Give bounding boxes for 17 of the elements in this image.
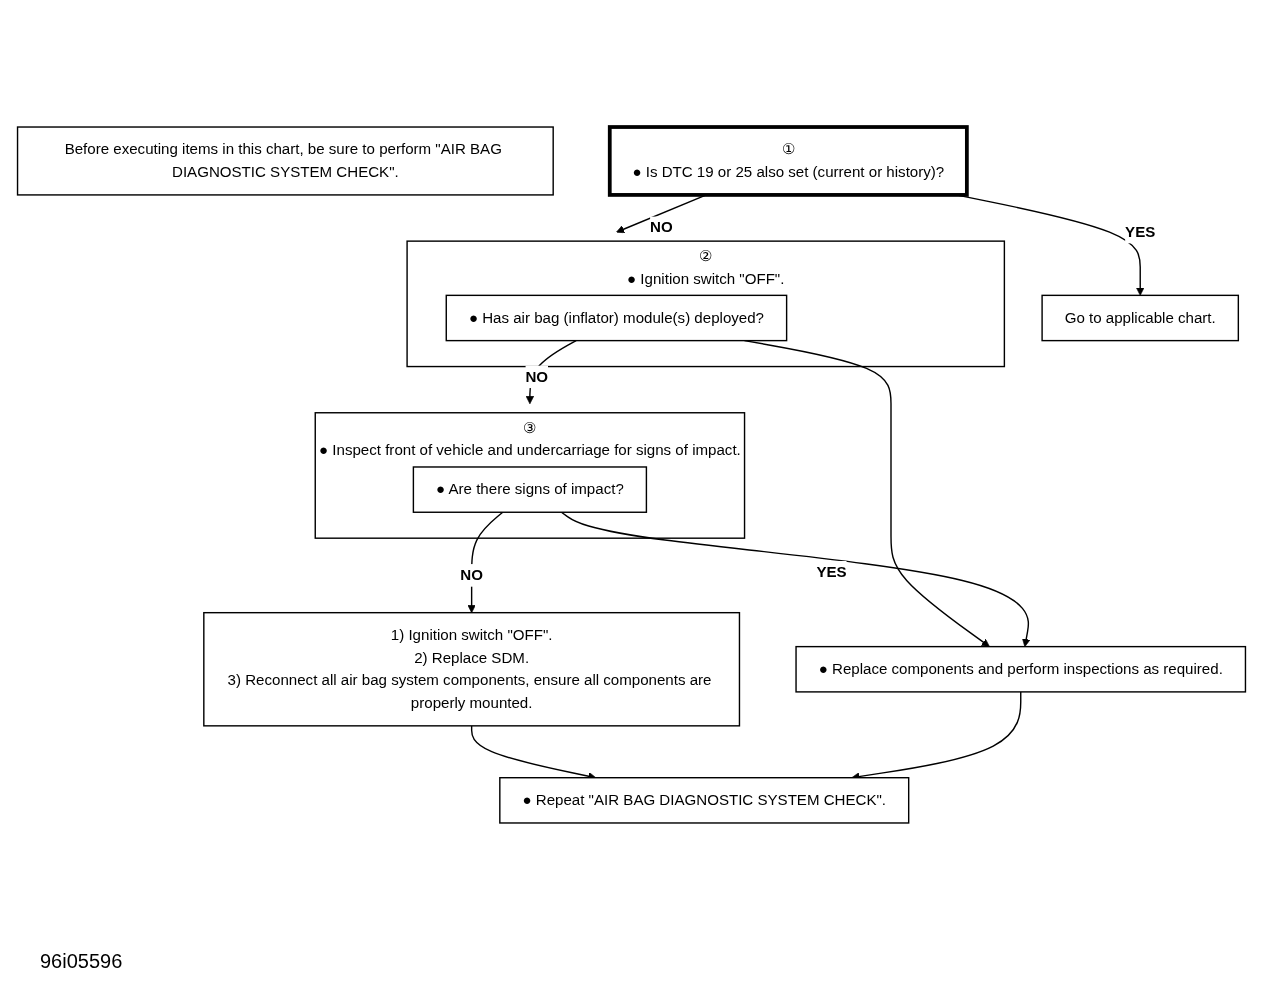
node-box: ● Are there signs of impact?: [412, 466, 648, 513]
edge-label: NO: [525, 368, 549, 385]
edge-label: YES: [1125, 223, 1156, 240]
arrow: [560, 511, 1031, 647]
node-box: Go to applicable chart.: [1041, 294, 1240, 342]
arrow: [525, 339, 577, 405]
node-box: ● Replace components and perform inspections as required.: [795, 645, 1247, 693]
arrow: [467, 511, 504, 614]
node-box: ● Has air bag (inflator) module(s) deployed?: [445, 294, 788, 342]
edge-label: NO: [650, 219, 673, 236]
edge-label: YES: [816, 563, 847, 580]
edge-label: NO: [460, 566, 483, 583]
node-box: ① ● Is DTC 19 or 25 also set (current or history)?: [607, 125, 969, 197]
figure-number: 96i05596: [40, 950, 123, 973]
node-box: ● Repeat "AIR BAG DIAGNOSTIC SYSTEM CHECK".: [499, 777, 910, 824]
node-box: 1) Ignition switch "OFF". 2) Replace SDM. 3) Reconnect all air bag system components, ensure all components are properly mounted.: [203, 611, 741, 727]
node-box: Before executing items in this chart, be sure to perform "AIR BAG DIAGNOSTIC SYSTEM CHECK".: [16, 126, 554, 196]
